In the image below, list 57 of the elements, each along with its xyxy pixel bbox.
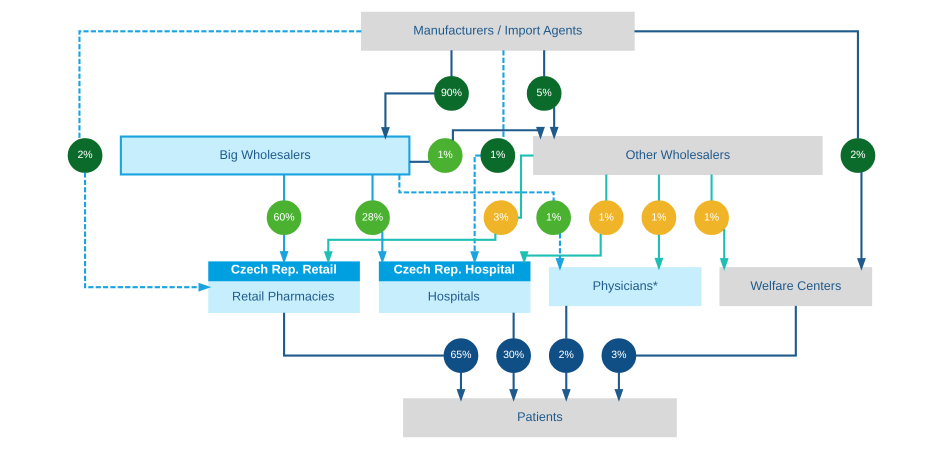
arrow — [520, 234, 602, 264]
node-circle: 65% — [444, 338, 478, 373]
node-circle: 28% — [355, 200, 390, 236]
node-circle: 90% — [434, 76, 469, 111]
arrow — [378, 232, 387, 264]
arrow — [380, 92, 434, 140]
arrow — [720, 229, 729, 271]
connector — [605, 174, 608, 200]
node-box: Manufacturers / Import Agents — [360, 12, 635, 51]
arrow — [470, 154, 480, 264]
node-circle: 1% — [428, 138, 463, 173]
connector — [283, 312, 444, 357]
node-circle: 1% — [642, 200, 676, 236]
connector — [78, 30, 362, 140]
node-circle: 60% — [266, 200, 302, 236]
node-circle: 2% — [840, 138, 876, 173]
node-circle: 1% — [694, 200, 729, 236]
node-circle: 5% — [526, 76, 562, 111]
node-circle: 30% — [496, 338, 531, 373]
connector — [450, 50, 453, 76]
connector — [502, 50, 504, 140]
connector — [658, 174, 660, 200]
connector — [512, 312, 515, 339]
node-box: Welfare Centers — [719, 267, 872, 306]
node-circle: 2% — [68, 138, 102, 173]
arrow — [857, 172, 866, 271]
node-circle: 1% — [588, 200, 624, 236]
arrow — [556, 233, 564, 271]
arrow — [550, 107, 559, 140]
node-box: Big Wholesalers — [120, 136, 410, 176]
connector — [710, 174, 713, 200]
arrow — [509, 372, 518, 402]
arrow — [456, 372, 466, 402]
node-circle: 1% — [480, 138, 516, 173]
connector — [636, 306, 797, 357]
connector — [410, 160, 430, 163]
node-circle: 3% — [484, 200, 518, 236]
arrow — [280, 234, 288, 264]
arrow — [614, 372, 624, 402]
node-box: Other Wholesalers — [533, 136, 823, 176]
connector — [518, 154, 534, 219]
arrow — [324, 234, 496, 264]
connector — [283, 174, 286, 200]
arrow — [84, 172, 212, 292]
connector — [565, 306, 568, 338]
node-circle: 1% — [536, 200, 571, 236]
arrow — [452, 126, 545, 141]
connector — [371, 174, 374, 200]
node-circle: 3% — [602, 338, 636, 373]
arrow — [562, 372, 571, 402]
connector — [543, 50, 546, 76]
node-box: Patients — [403, 398, 677, 438]
connector — [398, 174, 555, 201]
node-box: Physicians* — [548, 267, 702, 306]
connector — [634, 30, 859, 138]
node-circle: 2% — [548, 338, 584, 373]
arrow — [654, 234, 664, 271]
